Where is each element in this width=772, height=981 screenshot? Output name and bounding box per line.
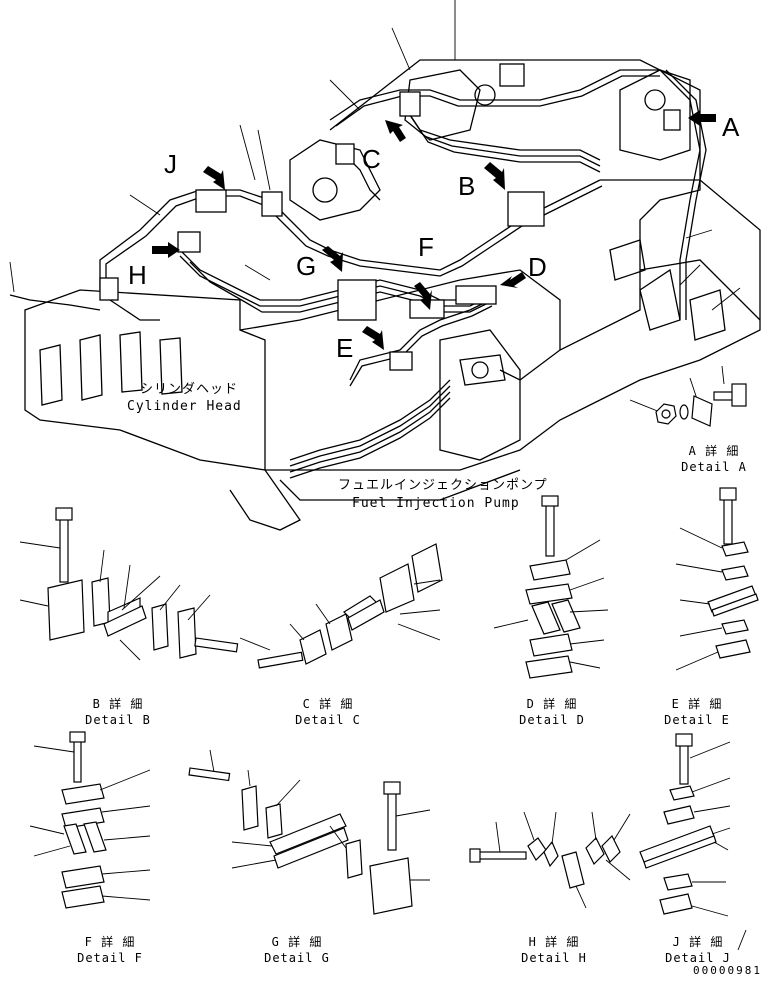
detail-h-caption-jp: H 詳 細	[528, 935, 580, 949]
detail-a-caption-en: Detail A	[681, 460, 747, 474]
detail-e-caption: E 詳 細 Detail E	[664, 696, 730, 728]
callout-e: E	[336, 333, 354, 363]
callout-d: D	[528, 252, 547, 282]
detail-a-parts	[655, 383, 747, 427]
callout-a: A	[722, 112, 740, 142]
detail-d-caption: D 詳 細 Detail D	[519, 696, 585, 728]
detail-j-parts	[639, 733, 747, 951]
leader-lines	[9, 0, 741, 413]
detail-e-caption-jp: E 詳 細	[671, 697, 723, 711]
callout-j: J	[164, 149, 177, 179]
line-clamps	[99, 63, 681, 371]
detail-b-caption-en: Detail B	[85, 713, 151, 727]
detail-d-parts	[493, 495, 609, 679]
detail-b-caption: B 詳 細 Detail B	[85, 696, 151, 728]
detail-c-caption-en: Detail C	[295, 713, 361, 727]
callout-h: H	[128, 260, 147, 290]
detail-g-parts	[188, 749, 431, 915]
callout-f: F	[418, 232, 434, 262]
fuel-pump-label-en: Fuel Injection Pump	[352, 496, 520, 511]
callout-g: G	[296, 251, 317, 281]
cylinder-head-label-jp: シリンダヘッド	[140, 382, 239, 397]
detail-f-caption-en: Detail F	[77, 951, 143, 965]
detail-a-caption-jp: A 詳 細	[688, 444, 740, 458]
detail-h-parts	[469, 811, 631, 909]
detail-e-caption-en: Detail E	[664, 713, 730, 727]
detail-g-caption-jp: G 詳 細	[271, 935, 323, 949]
detail-j-caption-en: Detail J	[665, 951, 731, 965]
cylinder-head-label-en: Cylinder Head	[127, 399, 242, 414]
drawing-code: 00000981	[693, 964, 762, 977]
detail-h-caption: H 詳 細 Detail H	[521, 934, 587, 966]
engine-block	[24, 59, 761, 531]
detail-f-parts	[29, 731, 151, 909]
detail-c-parts	[239, 543, 443, 669]
detail-f-caption-jp: F 詳 細	[84, 935, 136, 949]
detail-h-caption-en: Detail H	[521, 951, 587, 965]
detail-b-parts	[19, 507, 239, 661]
detail-e-parts	[675, 487, 759, 671]
detail-b-caption-jp: B 詳 細	[92, 697, 144, 711]
detail-c-caption-jp: C 詳 細	[302, 697, 354, 711]
fuel-pump-label-jp: フュエルインジェクションポンプ	[338, 478, 548, 493]
detail-j-caption-jp: J 詳 細	[672, 935, 724, 949]
detail-g-caption: G 詳 細 Detail G	[264, 934, 330, 966]
detail-f-caption: F 詳 細 Detail F	[77, 934, 143, 966]
callout-c: C	[362, 144, 381, 174]
callout-b: B	[458, 171, 476, 201]
detail-d-caption-en: Detail D	[519, 713, 585, 727]
detail-c-caption: C 詳 細 Detail C	[295, 696, 361, 728]
fuel-injection-lines	[9, 69, 707, 479]
detail-j-caption: J 詳 細 Detail J	[665, 934, 731, 966]
detail-a-caption: A 詳 細 Detail A	[681, 443, 747, 475]
detail-d-caption-jp: D 詳 細	[526, 697, 578, 711]
callout-arrows	[152, 110, 716, 350]
detail-g-caption-en: Detail G	[264, 951, 330, 965]
